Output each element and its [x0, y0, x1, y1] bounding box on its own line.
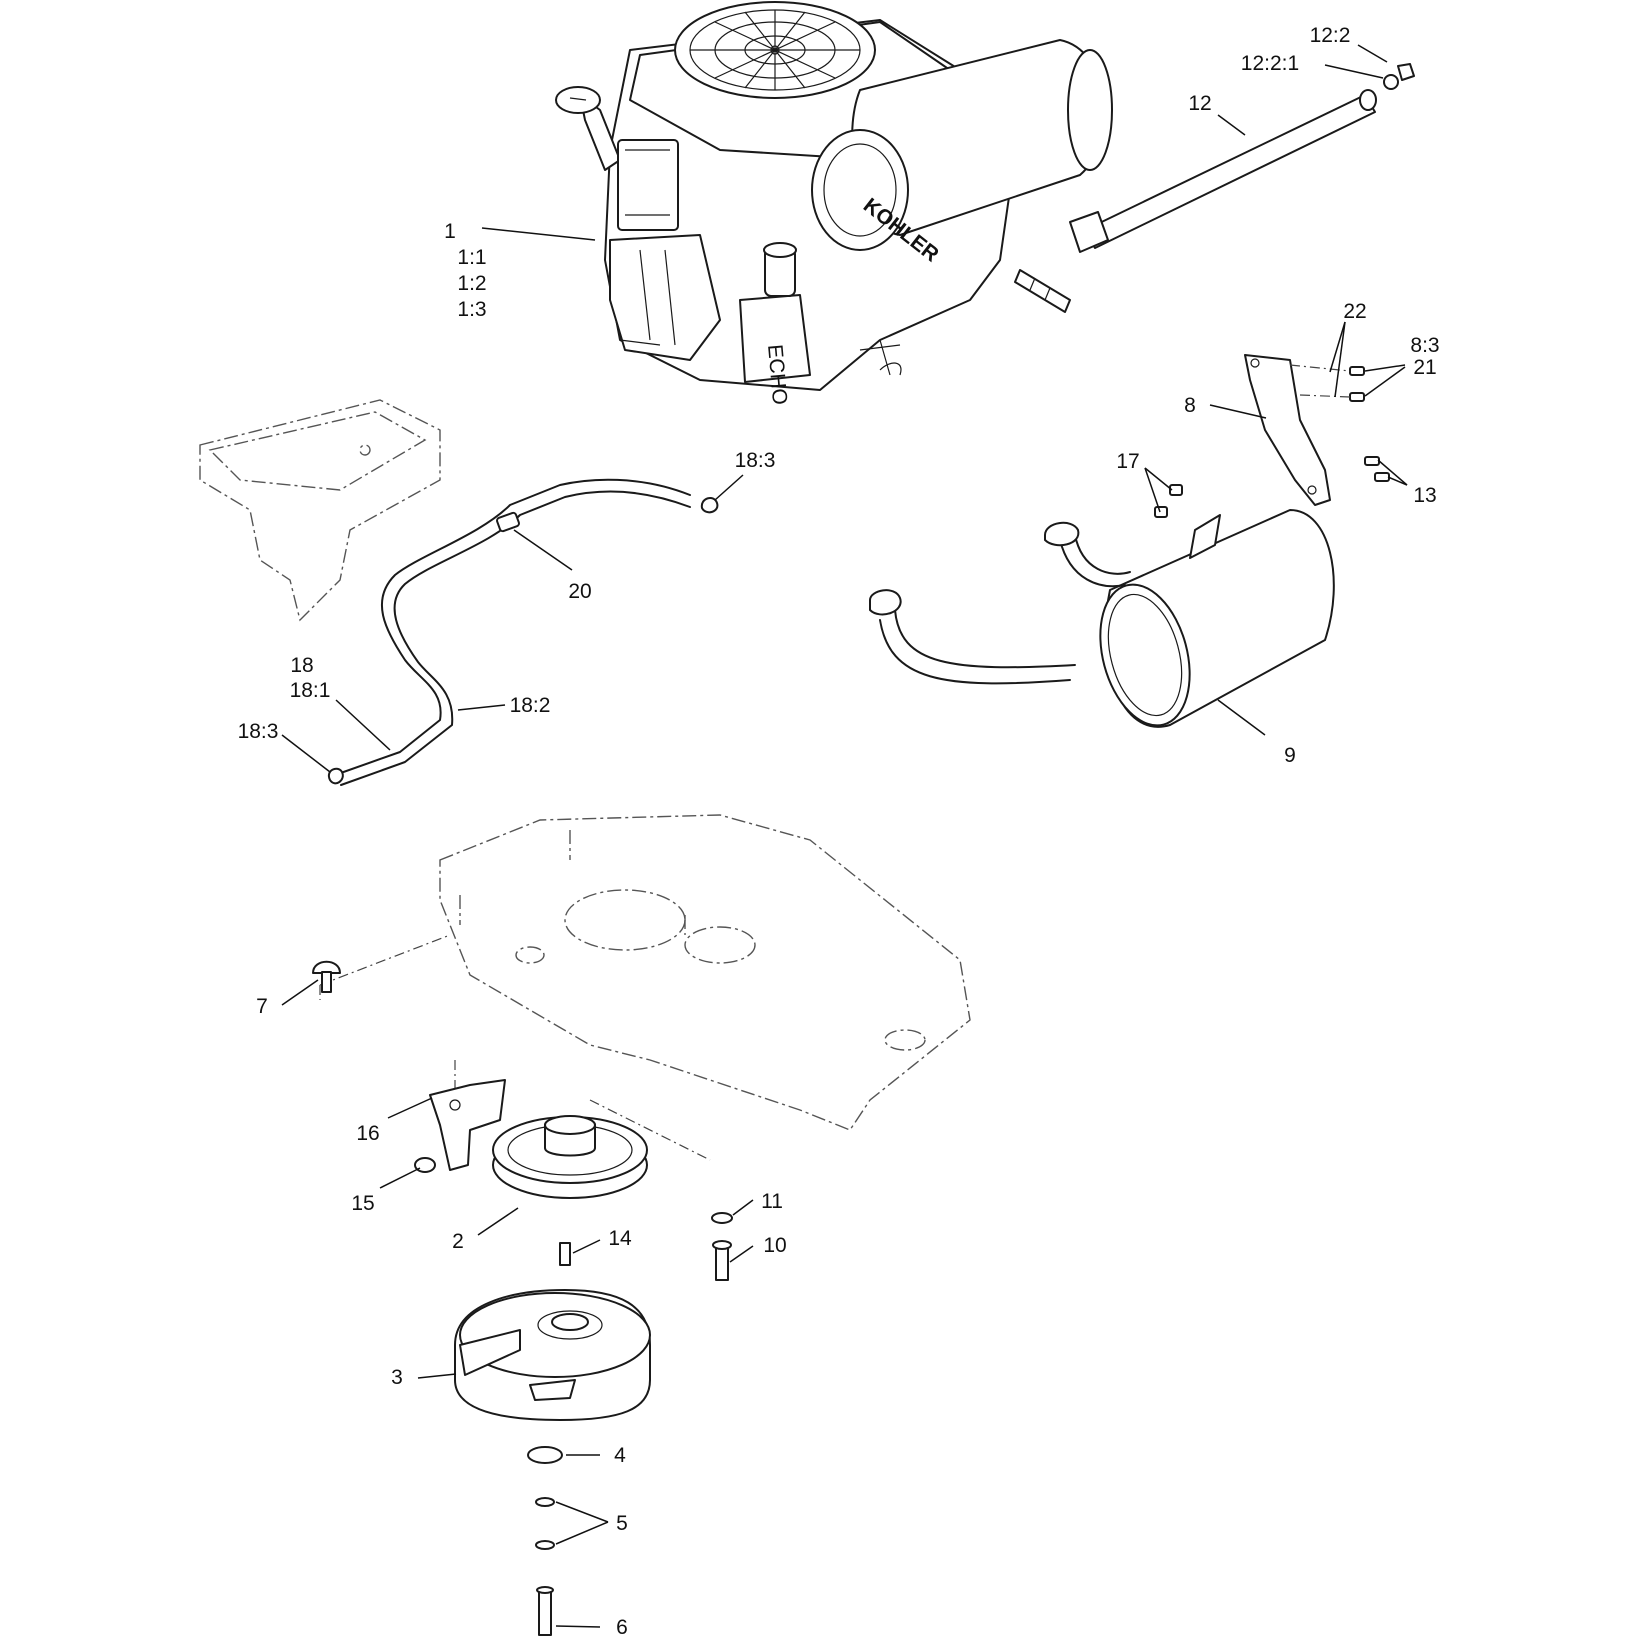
label-12: 12	[1188, 92, 1211, 115]
label-22: 22	[1343, 300, 1366, 323]
label-12-2: 12:2	[1310, 24, 1351, 47]
fuel-line	[327, 478, 719, 786]
label-18-2: 18:2	[510, 694, 551, 717]
engine: ECHO KOHLER	[555, 1, 1113, 406]
label-1: 1	[444, 220, 456, 243]
label-11: 11	[761, 1190, 783, 1213]
clutch-assembly	[312, 960, 733, 1636]
label-8-3: 8:3	[1410, 334, 1439, 357]
label-20: 20	[568, 580, 591, 603]
label-4: 4	[614, 1444, 626, 1467]
label-16: 16	[356, 1122, 379, 1145]
label-1-2: 1:2	[457, 272, 486, 295]
label-18-3-bottom: 18:3	[238, 720, 279, 743]
muffler-assembly	[869, 354, 1390, 728]
label-9: 9	[1284, 744, 1296, 767]
label-18-1: 18:1	[290, 679, 331, 702]
label-7: 7	[256, 995, 268, 1018]
label-1-1: 1:1	[457, 246, 486, 269]
label-13: 13	[1413, 484, 1436, 507]
mower-deck	[319, 814, 971, 1161]
callout-labels: 1 1:1 1:2 1:3 12:2 12:2:1 12 22 8:3 21 8…	[238, 24, 1440, 1639]
label-6: 6	[616, 1616, 628, 1639]
label-5: 5	[616, 1512, 628, 1535]
label-10: 10	[763, 1234, 786, 1257]
label-18-3-top: 18:3	[735, 449, 776, 472]
leader-lines	[281, 44, 1408, 1628]
label-15: 15	[351, 1192, 374, 1215]
label-8: 8	[1184, 394, 1196, 417]
label-14: 14	[608, 1227, 632, 1250]
label-3: 3	[391, 1366, 403, 1389]
label-12-2-1: 12:2:1	[1241, 52, 1299, 75]
drive-shaft	[1069, 63, 1415, 253]
label-18: 18	[290, 654, 313, 677]
label-21: 21	[1413, 356, 1436, 379]
label-2: 2	[452, 1230, 464, 1253]
engine-model-text: ECHO	[763, 343, 791, 405]
label-1-3: 1:3	[457, 298, 486, 321]
label-17: 17	[1116, 450, 1139, 473]
fuel-tank-bracket	[199, 399, 441, 622]
